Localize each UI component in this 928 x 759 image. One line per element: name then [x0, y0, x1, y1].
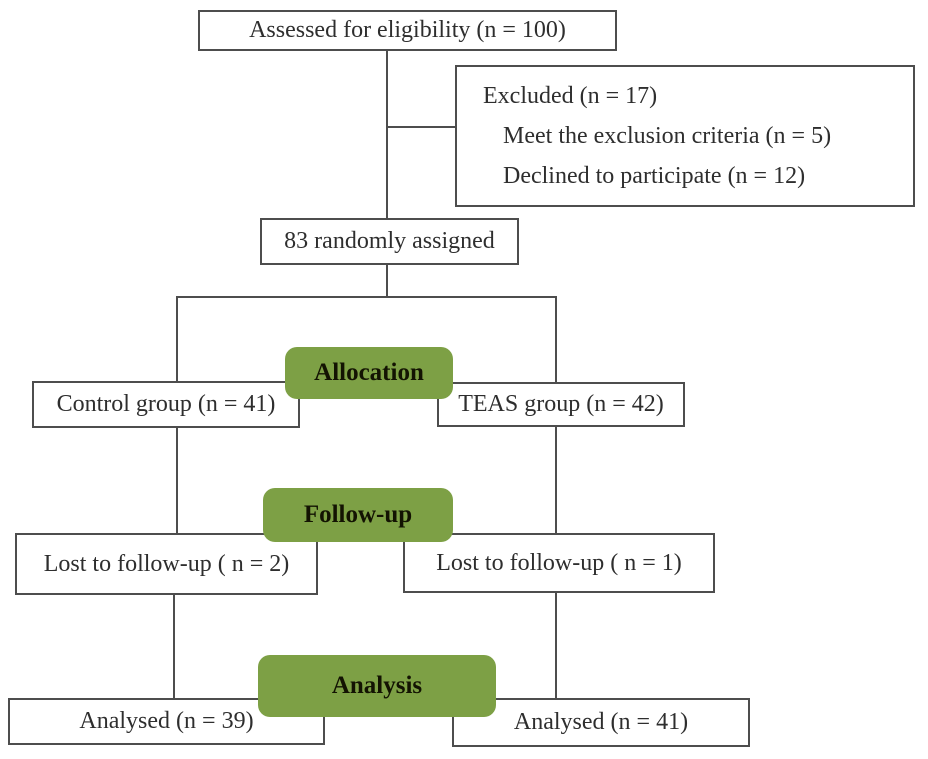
- connector-lost-to-analysed-teas: [555, 592, 557, 698]
- connector-teas-to-lost: [555, 426, 557, 533]
- excluded-box: Excluded (n = 17) Meet the exclusion cri…: [455, 65, 915, 207]
- lost-followup-control-label: Lost to follow-up ( n = 2): [43, 550, 290, 577]
- excluded-title: Excluded (n = 17): [483, 83, 658, 109]
- teas-group-box: TEAS group (n = 42): [437, 382, 685, 427]
- assessed-eligibility-box: Assessed for eligibility (n = 100): [198, 10, 617, 51]
- followup-text: Follow-up: [303, 501, 413, 528]
- analysed-control-label: Analysed (n = 39): [79, 708, 254, 734]
- connector-randomized-to-split: [386, 265, 388, 297]
- excluded-reason: Declined to participate (n = 12): [503, 163, 806, 189]
- connector-control-to-lost: [176, 428, 178, 533]
- control-group-box: Control group (n = 41): [32, 381, 300, 428]
- analysed-teas-label: Analysed (n = 41): [513, 709, 689, 735]
- control-group-label: Control group (n = 41): [56, 391, 276, 417]
- connector-branch-to-excluded: [388, 126, 455, 128]
- lost-followup-teas-box: Lost to follow-up ( n = 1): [403, 533, 715, 593]
- randomized-label: 83 randomly assigned: [284, 228, 495, 254]
- stage-allocation-label: Allocation: [285, 347, 453, 399]
- connector-split-horizontal: [176, 296, 557, 298]
- stage-analysis-label: Analysis: [258, 655, 496, 717]
- allocation-text: Allocation: [314, 359, 424, 386]
- analysis-text: Analysis: [331, 672, 423, 699]
- connector-split-to-teas: [555, 297, 557, 383]
- connector-split-to-control: [176, 297, 178, 381]
- lost-followup-teas-label: Lost to follow-up ( n = 1): [436, 549, 682, 576]
- analysed-teas-box: Analysed (n = 41): [452, 698, 750, 747]
- connector-assessed-to-randomized: [386, 50, 388, 218]
- connector-lost-to-analysed-control: [173, 594, 175, 698]
- randomized-box: 83 randomly assigned: [260, 218, 519, 265]
- excluded-reason: Meet the exclusion criteria (n = 5): [503, 123, 832, 149]
- stage-followup-label: Follow-up: [263, 488, 453, 542]
- teas-group-label: TEAS group (n = 42): [458, 391, 664, 417]
- assessed-eligibility-label: Assessed for eligibility (n = 100): [249, 17, 566, 43]
- lost-followup-control-box: Lost to follow-up ( n = 2): [15, 533, 318, 595]
